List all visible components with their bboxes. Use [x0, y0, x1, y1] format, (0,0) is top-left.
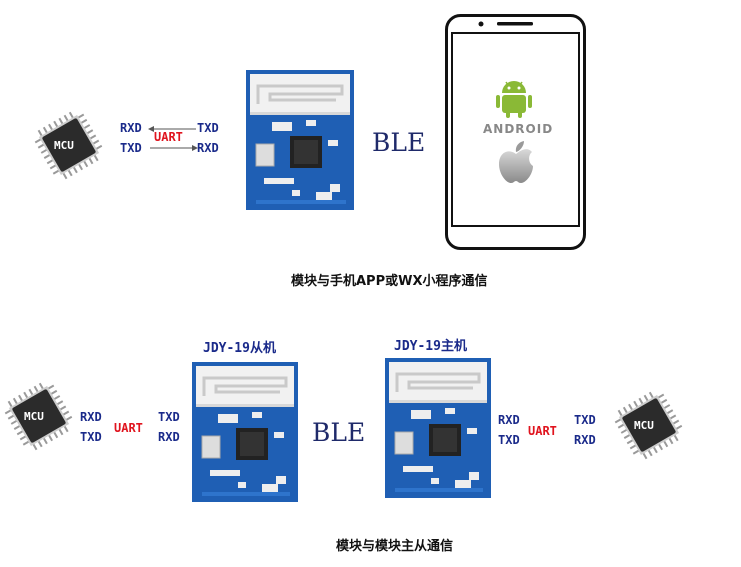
master-rxd: RXD — [498, 413, 520, 427]
ble-module-slave — [192, 362, 298, 502]
left-mcu-rxd: RXD — [80, 410, 102, 424]
uart-label-top: UART — [154, 130, 183, 144]
ble-module-master — [385, 358, 491, 498]
signal-left-rxd: RXD — [120, 121, 142, 135]
mcu-label-bottom-left: MCU — [24, 410, 44, 423]
right-mcu-txd: TXD — [574, 413, 596, 427]
signal-right-rxd: RXD — [197, 141, 219, 155]
uart-label-bottom-left: UART — [114, 421, 143, 435]
mcu-label-top: MCU — [54, 139, 74, 152]
master-module-title: JDY-19主机 — [394, 339, 467, 354]
caption-top: 模块与手机APP或WX小程序通信 — [291, 274, 488, 289]
left-mcu-txd: TXD — [80, 430, 102, 444]
uart-label-bottom-right: UART — [528, 424, 557, 438]
signal-right-txd: TXD — [197, 121, 219, 135]
ble-label-top: BLE — [372, 128, 426, 157]
mcu-chip-top — [34, 111, 103, 180]
ble-module-top — [246, 70, 354, 210]
right-mcu-rxd: RXD — [574, 433, 596, 447]
mcu-chip-bottom-left — [4, 382, 73, 451]
slave-rxd: RXD — [158, 430, 180, 444]
phone — [445, 14, 586, 250]
slave-txd: TXD — [158, 410, 180, 424]
apple-icon — [499, 141, 533, 183]
mcu-chip-bottom-right — [614, 391, 683, 460]
master-txd: TXD — [498, 433, 520, 447]
android-wordmark: ANDROID — [483, 122, 554, 136]
ble-label-bottom: BLE — [312, 418, 366, 447]
uart-arrows-top — [148, 126, 198, 151]
mcu-label-bottom-right: MCU — [634, 419, 654, 432]
signal-left-txd: TXD — [120, 141, 142, 155]
slave-module-title: JDY-19从机 — [203, 341, 276, 356]
caption-bottom: 模块与模块主从通信 — [336, 539, 454, 554]
android-icon — [496, 81, 532, 118]
